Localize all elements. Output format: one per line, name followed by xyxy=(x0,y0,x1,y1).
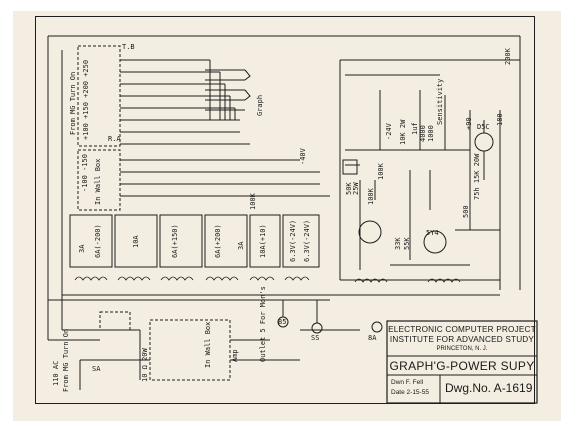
label-100k-2: 100K xyxy=(377,163,385,180)
label-ac: 110 AC xyxy=(52,360,60,386)
label-tb: T.B xyxy=(122,43,135,51)
title-block-line-1: ELECTRONIC COMPUTER PROJECT xyxy=(388,325,536,334)
title-block: ELECTRONIC COMPUTER PROJECT INSTITUTE FO… xyxy=(387,321,537,403)
label-amp: Amp xyxy=(231,349,239,362)
label-25w: 25W xyxy=(352,182,360,195)
label-from-mg-2: From MG Turn On xyxy=(62,328,70,392)
title-block-line-2: INSTITUTE FOR ADVANCED STUDY xyxy=(389,335,535,344)
relay-contacts xyxy=(120,59,330,197)
label-tube-4: 6A(+150) xyxy=(171,224,179,258)
label-outlet: Outlet 5 For Mon's xyxy=(259,286,267,362)
label-tube-3: 10A xyxy=(132,235,140,248)
label-sensitivity: Sensitivity xyxy=(436,78,444,125)
label-ra: R.A xyxy=(108,135,121,143)
label-100k-1: 100K xyxy=(367,188,375,205)
label-200k: 200K xyxy=(504,48,512,65)
drawing-title: GRAPH'G-POWER SUPY xyxy=(389,359,535,373)
title-block-line-3: PRINCETON, N. J. xyxy=(436,346,488,352)
right-amplifier-section xyxy=(339,59,501,290)
label-180: 180 xyxy=(496,113,504,126)
label-tube-1: 3A xyxy=(78,244,86,253)
graph-connector-lines xyxy=(205,60,251,120)
label-sa: SA xyxy=(92,365,101,373)
label-inductor: 75h 15K 20W xyxy=(473,153,481,200)
label-5y4: 5Y4 xyxy=(426,229,439,237)
label-c500: 500 xyxy=(462,205,470,218)
label-c4000: 4000 xyxy=(419,125,427,142)
label-tube-5: 6A(+200) xyxy=(214,224,222,258)
label-33k: 33K xyxy=(394,237,402,250)
label-ss: SS xyxy=(311,334,320,342)
label-in-wall-2: In Wall Box xyxy=(204,321,212,368)
ac-input-section xyxy=(48,300,383,390)
label-volts-neg: -100 -150 xyxy=(81,154,89,192)
wall-box-block xyxy=(77,149,121,211)
label-c1uf: 1uf xyxy=(411,122,419,135)
label-tube-2: 6A(-200) xyxy=(94,224,102,258)
label-tube-6: 3A xyxy=(237,241,245,250)
drawn-by: Dwn F. Fell xyxy=(391,379,424,386)
drawing-date: Date 2-15-55 xyxy=(391,389,429,396)
drawing-number: Dwg.No. A-1619 xyxy=(445,381,533,395)
label-wall-box: In Wall Box xyxy=(94,158,102,205)
transformer-row xyxy=(69,214,320,268)
label-55k: 55K xyxy=(403,237,411,250)
label-res-100k: 100K xyxy=(249,193,257,210)
label-10k: 10K 2W xyxy=(399,119,407,145)
label-tube-9: 6.3V(-24V) xyxy=(303,219,311,262)
label-plus90: +90 xyxy=(465,117,473,130)
label-graph: Graph xyxy=(256,94,264,116)
label-10-ohm: 10 Ω 20W xyxy=(141,348,149,382)
label-c1000: 1000 xyxy=(427,125,435,142)
label-from-mg: From MG Turn On xyxy=(69,71,77,135)
label-85: 85 xyxy=(278,318,287,326)
title-block-frame xyxy=(386,320,538,404)
label-tube-8: 6.3V(-24V) xyxy=(289,219,297,262)
label-d5c: D5C xyxy=(477,123,490,131)
label-8a: 8A xyxy=(368,334,377,342)
label-tube-7: 10A(+10) xyxy=(259,224,267,258)
label-neg40: -40V xyxy=(299,148,307,165)
label-voltages: +100 +150 +200 +250 xyxy=(82,59,90,140)
drawing-border xyxy=(35,16,535,404)
label-neg24: -24V xyxy=(385,123,393,140)
